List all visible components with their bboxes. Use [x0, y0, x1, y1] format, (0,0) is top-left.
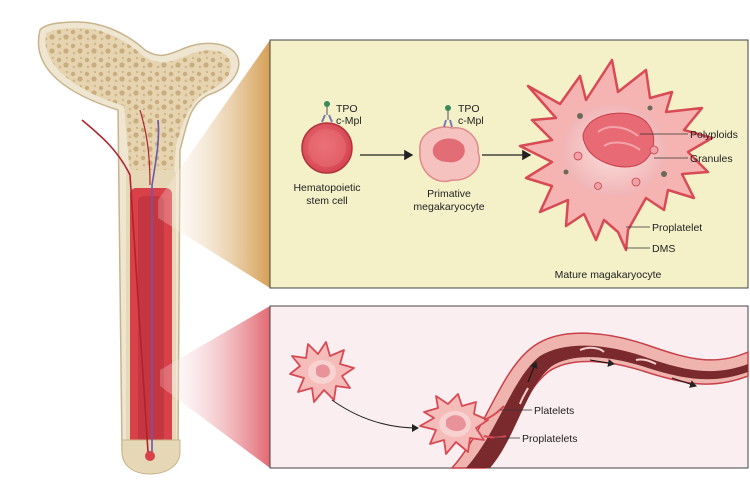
- primitive-label-line1: Primative: [427, 188, 471, 200]
- label-platelets: Platelets: [534, 405, 574, 417]
- receptor-icon: [321, 101, 333, 123]
- migration-arrow: [331, 399, 419, 432]
- flow-arrow-2: [589, 359, 615, 367]
- primitive-receptor-tpo: TPO: [458, 103, 480, 115]
- marrow-end-dot: [145, 451, 155, 461]
- zoom-cone-bottom: [160, 306, 270, 468]
- stem-cell-label-line1: Hematopoietic: [293, 182, 360, 194]
- label-dms: DMS: [652, 243, 675, 255]
- zoom-cone-top: [158, 40, 270, 288]
- megakaryocyte-floating: [289, 341, 355, 403]
- label-proplatelet: Proplatelet: [652, 222, 702, 234]
- primitive-label-line2: megakaryocyte: [413, 201, 484, 213]
- label-proplatelets: Proplatelets: [522, 433, 577, 445]
- label-polyploids: Polyploids: [690, 129, 738, 141]
- spongy-bone-head: [45, 28, 231, 175]
- stem-cell-label-line2: stem cell: [306, 195, 347, 207]
- stem-receptor-tpo: TPO: [336, 103, 358, 115]
- mature-megakaryocyte-label: Mature magakaryocyte: [555, 269, 662, 281]
- flow-arrow-3: [671, 377, 697, 388]
- mature-megakaryocyte: [518, 58, 714, 252]
- hematopoietic-stem-cell: [301, 122, 353, 174]
- vessel-branch: [139, 109, 151, 186]
- flow-arrow-1: [527, 361, 538, 383]
- marrow-inner: [138, 196, 164, 442]
- vein-line: [151, 119, 160, 452]
- stem-receptor-cmpl: c-Mpl: [336, 115, 362, 127]
- label-granules: Granules: [690, 153, 733, 165]
- primitive-megakaryocyte: [419, 126, 481, 183]
- megakaryocyte-at-vessel: [419, 393, 507, 455]
- receptor-icon: [443, 105, 453, 128]
- artery-line: [81, 119, 149, 453]
- primitive-receptor-cmpl: c-Mpl: [458, 115, 484, 127]
- blood-vessel: [450, 332, 749, 469]
